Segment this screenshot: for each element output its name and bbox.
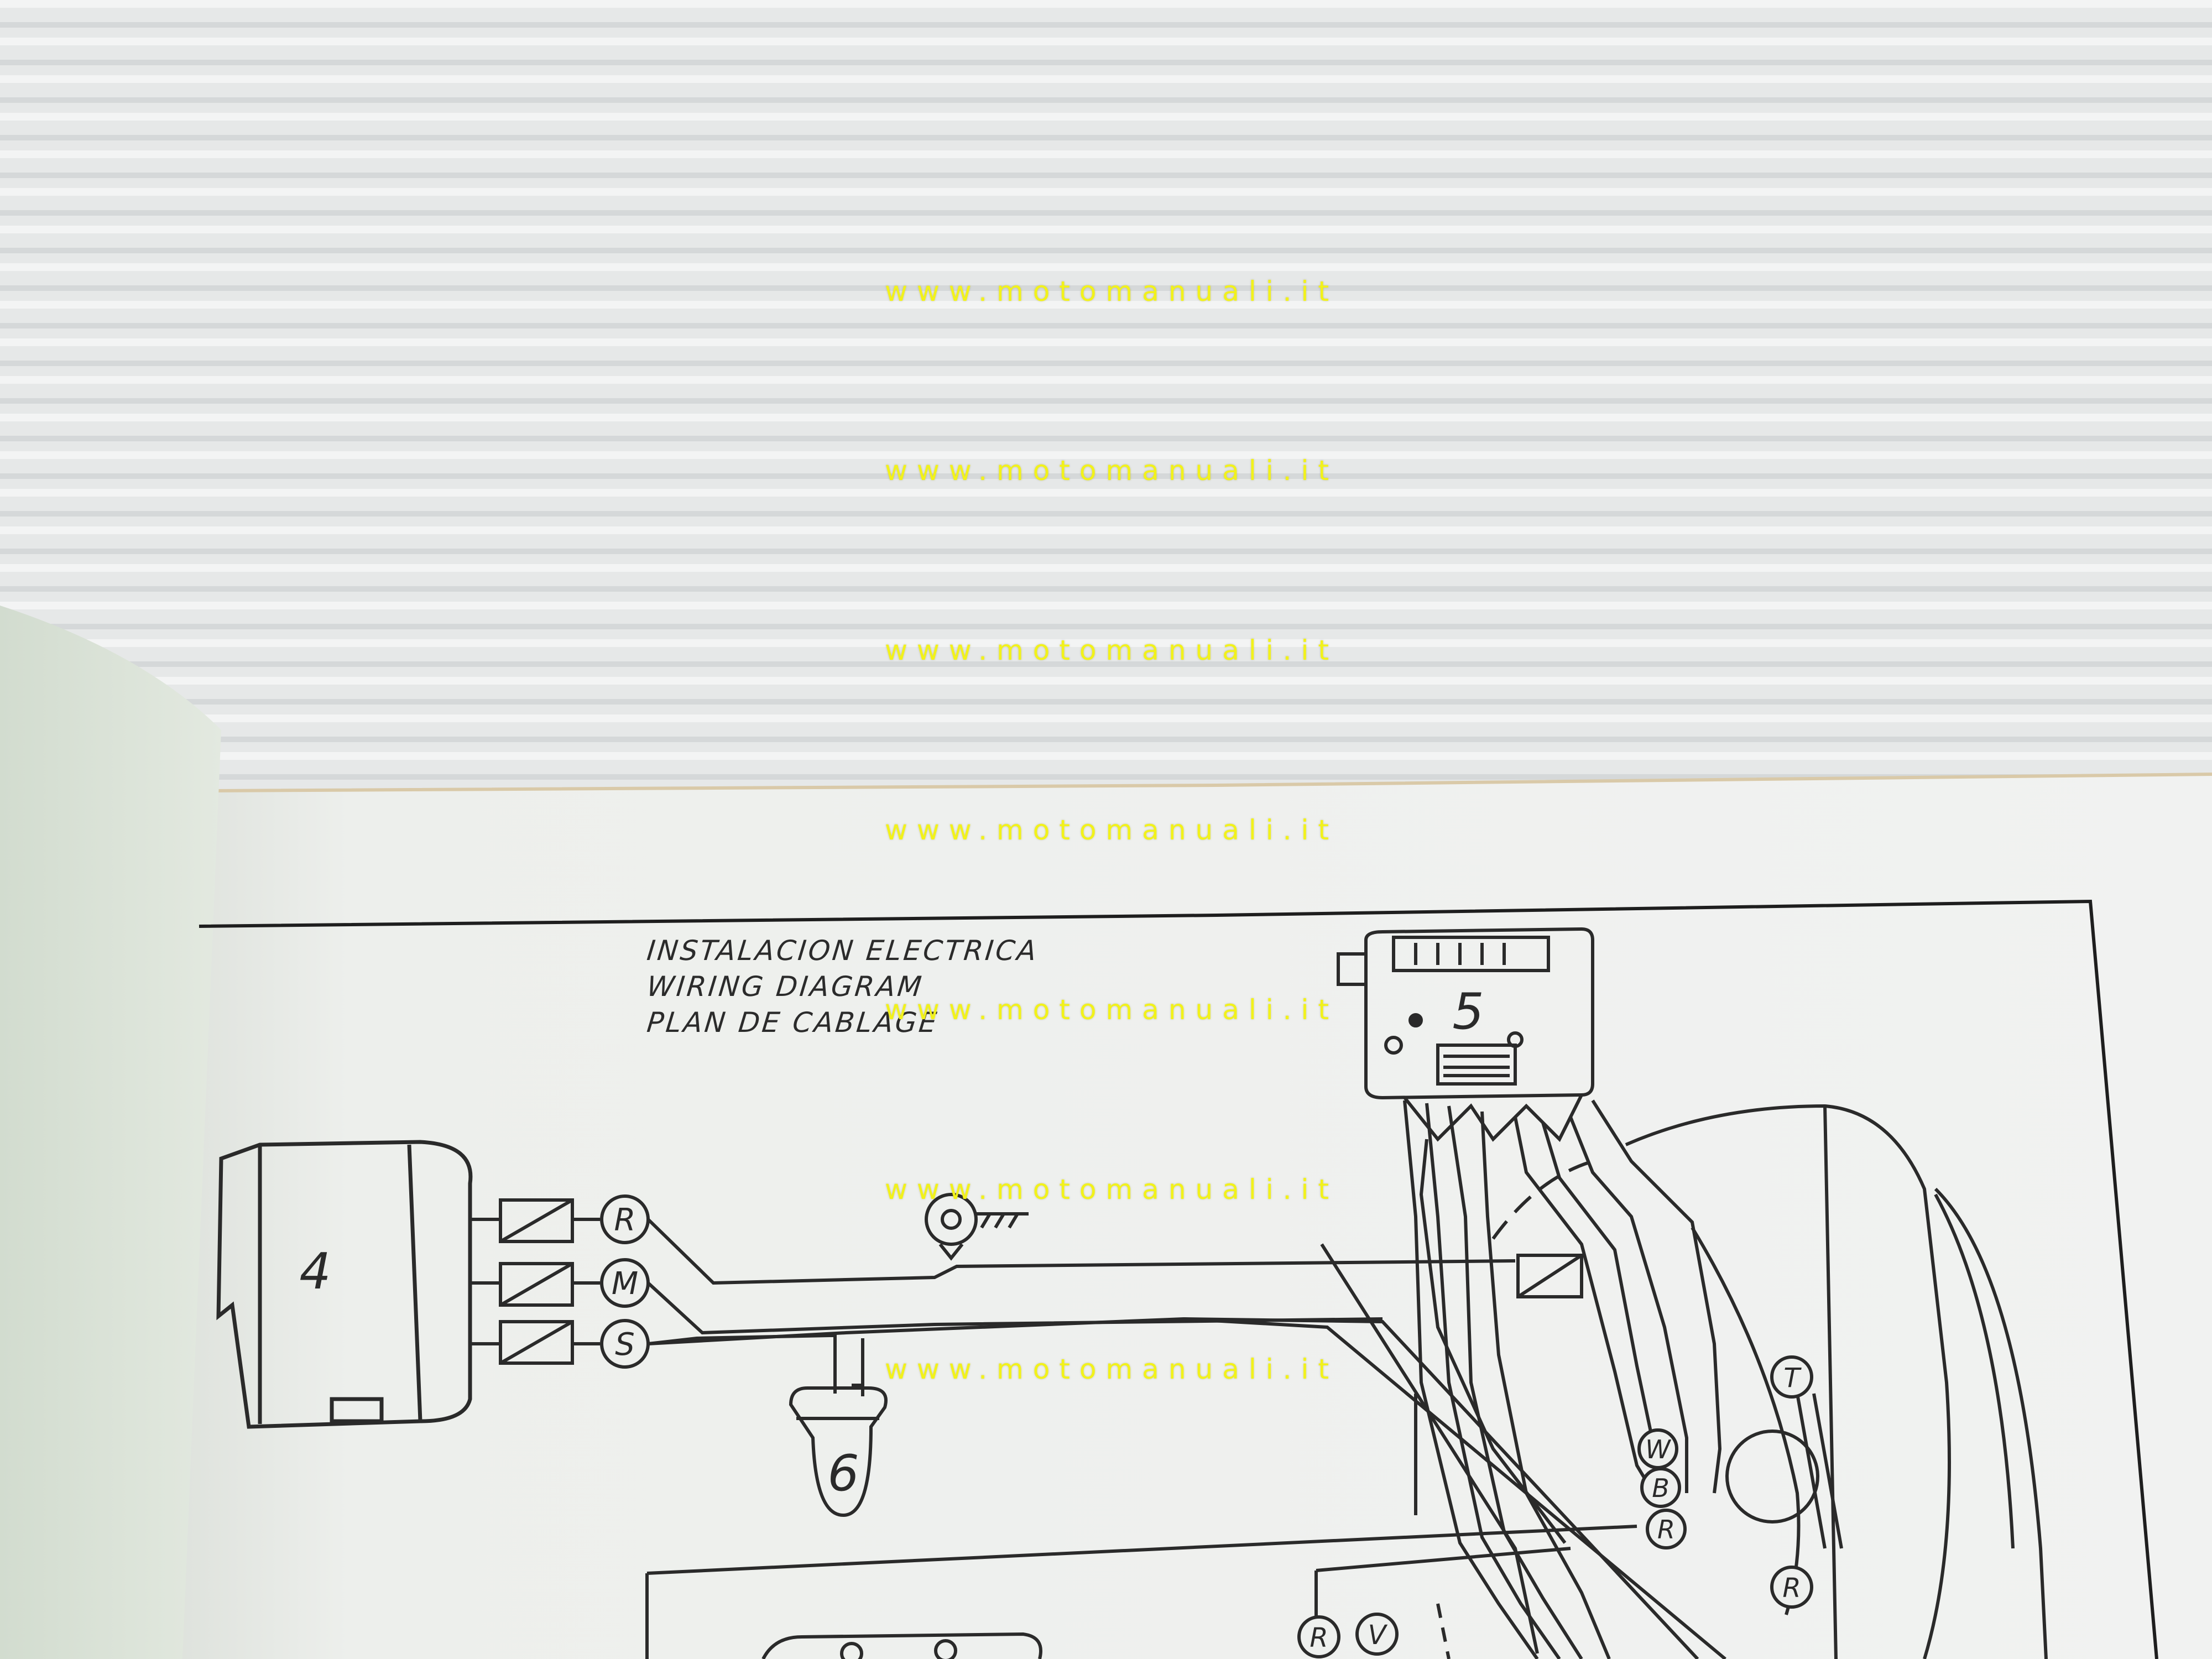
watermark-text: www.motomanuali.it xyxy=(885,455,1339,487)
switch-connector-blocks xyxy=(470,1198,600,1365)
lower-component-outline xyxy=(761,1603,1451,1659)
manual-page xyxy=(94,774,2212,1659)
component-number-6: 6 xyxy=(827,1444,859,1503)
terminal-label: S xyxy=(615,1327,635,1363)
watermark-text: www.motomanuali.it xyxy=(885,1173,1339,1206)
watermark-text: www.motomanuali.it xyxy=(885,1353,1339,1385)
terminal-label: W xyxy=(1645,1434,1671,1464)
terminal-label: R xyxy=(614,1202,636,1238)
headlamp-body xyxy=(1491,1104,2048,1659)
watermark-text: www.motomanuali.it xyxy=(885,994,1339,1026)
corrugated-background xyxy=(0,0,2212,796)
component-number-4: 4 xyxy=(299,1243,331,1301)
terminal-label: M xyxy=(612,1266,638,1302)
watermark-text: www.motomanuali.it xyxy=(885,634,1339,666)
diagram-title-line: WIRING DIAGRAM xyxy=(645,971,926,1003)
left-page-curl xyxy=(0,606,221,1659)
lamp-terminals xyxy=(1297,1355,1813,1658)
diagram-title-line: INSTALACION ELECTRICA xyxy=(645,935,1040,967)
watermark-text: www.motomanuali.it xyxy=(885,814,1339,846)
ground-lamp xyxy=(925,1193,1029,1261)
terminal-label: T xyxy=(1783,1363,1802,1394)
terminal-label: V xyxy=(1368,1620,1388,1651)
watermark-text: www.motomanuali.it xyxy=(885,275,1339,307)
component-number-5: 5 xyxy=(1452,983,1484,1041)
inline-connector xyxy=(1516,1254,1583,1298)
speedometer-unit xyxy=(1337,927,1594,1142)
terminal-label: B xyxy=(1652,1473,1670,1503)
headlight-switch-housing xyxy=(216,1140,473,1429)
diagram-border xyxy=(199,899,2158,1659)
speedometer-cables xyxy=(1403,1099,1722,1659)
page-top-edge xyxy=(210,773,2212,792)
terminal-label: R xyxy=(1310,1623,1328,1653)
terminal-label: R xyxy=(1782,1573,1801,1604)
terminal-label: R xyxy=(1657,1515,1675,1545)
horn-component xyxy=(789,1338,888,1517)
